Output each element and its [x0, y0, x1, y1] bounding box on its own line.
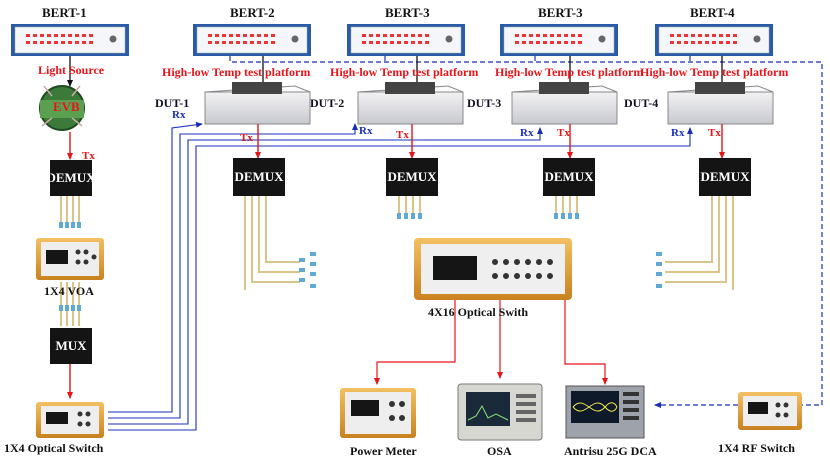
rf-trigger-dashed-bus: [229, 56, 823, 408]
bert-1-title: BERT-1: [42, 5, 87, 20]
tx-arrows: [255, 124, 725, 159]
demux-box-dut3: DEMUX: [543, 158, 595, 196]
dut-2-chassis: [357, 82, 464, 125]
demux-fibres: [244, 196, 734, 290]
demux-label: DEMUX: [544, 169, 594, 184]
voa-device: [36, 238, 104, 280]
demux-label: DEMUX: [700, 169, 750, 184]
left-fibre-connectors: [59, 222, 81, 311]
demux-box-left: DEMUX: [46, 160, 96, 196]
osa-caption: OSA: [487, 444, 512, 458]
platform-label-2: High-low Temp test platform: [330, 65, 479, 79]
platform-label-3: High-low Temp test platform: [495, 65, 644, 79]
rx-label-dut1: Rx: [172, 109, 186, 121]
platform-label-4: High-low Temp test platform: [640, 65, 789, 79]
evb-label: EVB: [53, 99, 80, 114]
demux-connectors: [299, 213, 662, 288]
dca-device: [565, 385, 645, 439]
optical-switch-4x16-caption: 4X16 Optical Swith: [428, 305, 529, 319]
dut-4-chassis: [667, 82, 774, 125]
osa-device: [457, 383, 543, 441]
bert-4-instrument: [655, 24, 773, 56]
bert-3b-instrument: [500, 24, 618, 56]
dut-3-chassis: [511, 82, 618, 125]
bert-4-title: BERT-4: [690, 5, 735, 20]
demux-box-dut4: DEMUX: [699, 158, 751, 196]
rx-label-dut2: Rx: [359, 125, 373, 137]
rf-switch-caption: 1X4 RF Switch: [718, 441, 795, 455]
demux-box-dut1: DEMUX: [233, 158, 285, 196]
tx-label-dut1: Tx: [240, 132, 253, 144]
demux-label: DEMUX: [46, 170, 96, 185]
bert-2-title: BERT-2: [230, 5, 275, 20]
mux-label: MUX: [55, 338, 87, 353]
bert-1-instrument: [11, 24, 129, 56]
tx-label-evb: Tx: [82, 150, 95, 162]
tx-label-dut2: Tx: [396, 129, 409, 141]
bert-2-instrument: [193, 24, 311, 56]
switch-output-arrows: [374, 300, 608, 385]
dut-1-label: DUT-1: [155, 96, 190, 110]
power-meter-device: [340, 388, 416, 438]
rf-switch-device: [738, 392, 802, 430]
power-meter-caption: Power Meter: [350, 444, 417, 458]
rx-label-dut3: Rx: [520, 127, 534, 139]
platform-label-1: High-low Temp test platform: [162, 65, 311, 79]
tx-label-dut3: Tx: [557, 127, 570, 139]
demux-label: DEMUX: [234, 169, 284, 184]
bert-3a-title: BERT-3: [385, 5, 430, 20]
demux-box-dut2: DEMUX: [386, 158, 438, 196]
optical-switch-1x4-device: [36, 402, 104, 438]
demux-label: DEMUX: [387, 169, 437, 184]
optical-switch-1x4-caption: 1X4 Optical Switch: [4, 441, 104, 455]
rx-label-dut4: Rx: [671, 127, 685, 139]
light-source-label: Light Source: [38, 63, 105, 77]
evb-board: [39, 85, 85, 131]
bert-3a-instrument: [347, 24, 465, 56]
dca-caption: Antrisu 25G DCA: [564, 444, 657, 458]
mux-box: MUX: [50, 328, 92, 364]
tx-label-dut4: Tx: [708, 127, 721, 139]
dut-1-chassis: [204, 82, 311, 125]
bert-3b-title: BERT-3: [538, 5, 583, 20]
rx-fibre-routes: [108, 121, 693, 431]
dut-2-label: DUT-2: [310, 96, 345, 110]
voa-caption: 1X4 VOA: [44, 284, 94, 298]
optical-switch-4x16-device: [414, 238, 572, 300]
dut-3-label: DUT-3: [467, 96, 502, 110]
dut-4-label: DUT-4: [624, 96, 659, 110]
